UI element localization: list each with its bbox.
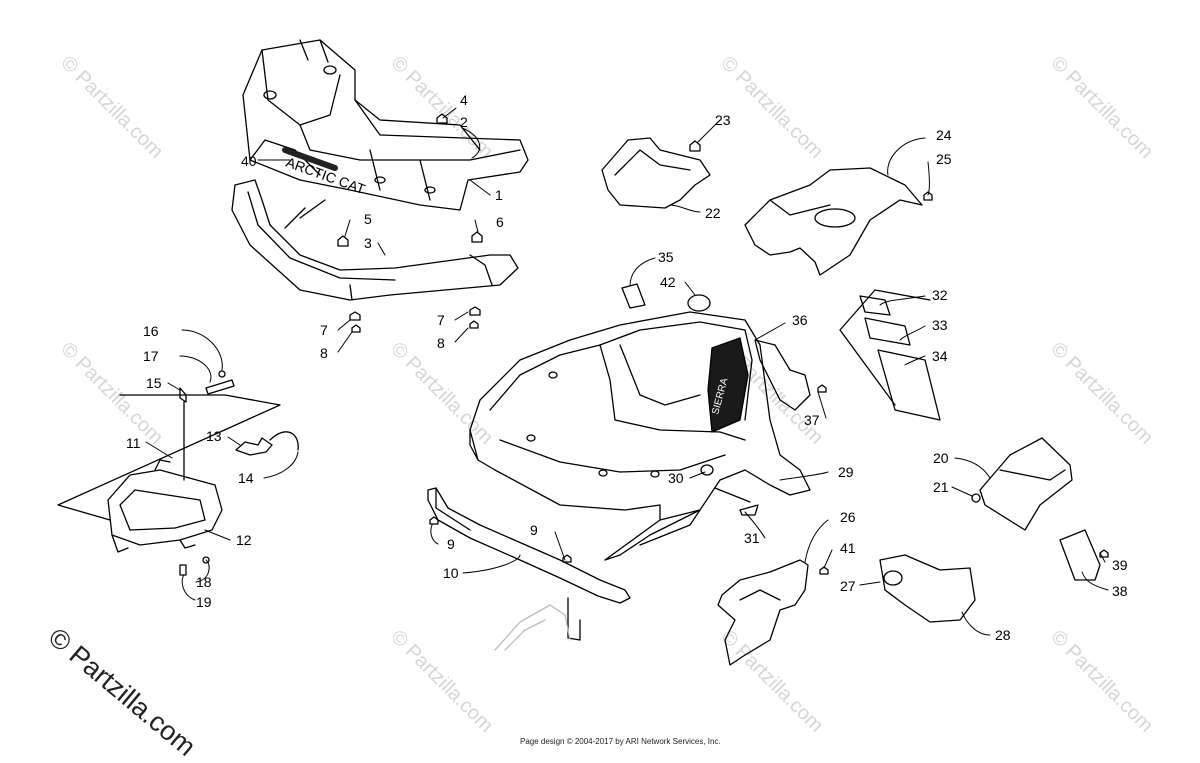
decal-42-part[interactable]: [687, 294, 711, 312]
storage-tray-part[interactable]: [744, 167, 933, 276]
callout-40[interactable]: 40: [241, 153, 257, 169]
front-cross-bar-part[interactable]: [427, 487, 631, 641]
callout-25[interactable]: 25: [936, 151, 952, 167]
decal-33-part[interactable]: [864, 317, 911, 346]
callout-13[interactable]: 13: [206, 428, 222, 444]
callout-41[interactable]: 41: [840, 540, 856, 556]
callout-11[interactable]: 11: [126, 435, 141, 451]
lower-shield-part[interactable]: [879, 554, 976, 623]
decal-34-part[interactable]: [839, 289, 941, 421]
callout-8[interactable]: 8: [320, 345, 328, 361]
callout-14[interactable]: 14: [238, 470, 254, 486]
callout-38[interactable]: 38: [1112, 583, 1128, 599]
callout-36[interactable]: 36: [792, 312, 808, 328]
callout-31[interactable]: 31: [744, 530, 760, 546]
callout-23[interactable]: 23: [715, 112, 731, 128]
callout-32[interactable]: 32: [932, 287, 948, 303]
callout-24[interactable]: 24: [936, 127, 952, 143]
side-panel-part[interactable]: [1059, 529, 1109, 581]
hood-side-bracket-part[interactable]: [754, 339, 827, 411]
callout-26[interactable]: 26: [840, 509, 856, 525]
callout-3[interactable]: 3: [364, 235, 372, 251]
callout-4[interactable]: 4: [460, 92, 468, 108]
callout-2[interactable]: 2: [460, 114, 468, 130]
callout-37[interactable]: 37: [804, 412, 820, 428]
callout-8[interactable]: 8: [437, 335, 445, 351]
footer-copyright: Page design © 2004-2017 by ARI Network S…: [520, 737, 721, 746]
inner-splash-panel-part[interactable]: [717, 559, 829, 666]
callout-30[interactable]: 30: [668, 470, 684, 486]
rack-fasteners[interactable]: [337, 113, 483, 333]
callout-1[interactable]: 1: [495, 187, 503, 203]
front-rack-part[interactable]: [242, 39, 529, 211]
callout-labels: 4 2 40 1 5 3 6 7 8 7 8 23 22 24 25 35 42…: [126, 92, 1128, 643]
callout-18[interactable]: 18: [196, 574, 212, 590]
callout-9[interactable]: 9: [530, 522, 538, 538]
callout-16[interactable]: 16: [143, 323, 159, 339]
hood-clip-part[interactable]: [700, 464, 759, 516]
decal-35-part[interactable]: [621, 283, 646, 309]
callout-10[interactable]: 10: [443, 565, 459, 581]
callout-12[interactable]: 12: [236, 532, 252, 548]
callout-7[interactable]: 7: [320, 322, 328, 338]
callout-39[interactable]: 39: [1112, 557, 1128, 573]
headlight-small-hardware[interactable]: [179, 370, 235, 576]
front-fender-hood-part[interactable]: [469, 311, 811, 561]
callout-28[interactable]: 28: [995, 627, 1011, 643]
callout-35[interactable]: 35: [658, 249, 674, 265]
callout-7[interactable]: 7: [437, 312, 445, 328]
callout-6[interactable]: 6: [496, 214, 504, 230]
fender-well-panel-part[interactable]: [971, 437, 1073, 531]
leader-lines: [145, 107, 1109, 636]
callout-9[interactable]: 9: [447, 536, 455, 552]
storage-cover-part[interactable]: [601, 137, 711, 209]
headlight-bulb-part[interactable]: [235, 431, 299, 456]
headlight-assembly-part[interactable]: [57, 394, 281, 553]
rack-brand-label: ARCTIC CAT: [284, 154, 368, 198]
callout-19[interactable]: 19: [196, 594, 212, 610]
cover-fastener-23[interactable]: [689, 140, 701, 152]
callout-22[interactable]: 22: [705, 205, 721, 221]
callout-33[interactable]: 33: [932, 317, 948, 333]
front-bumper-guard-part[interactable]: [231, 179, 519, 301]
callout-34[interactable]: 34: [932, 348, 948, 364]
callout-15[interactable]: 15: [146, 375, 162, 391]
callout-17[interactable]: 17: [143, 348, 159, 364]
callout-5[interactable]: 5: [364, 211, 372, 227]
callout-20[interactable]: 20: [933, 450, 949, 466]
callout-21[interactable]: 21: [933, 479, 949, 495]
lower-frame-outline: [494, 604, 571, 651]
callout-27[interactable]: 27: [840, 578, 856, 594]
callout-29[interactable]: 29: [838, 464, 854, 480]
callout-42[interactable]: 42: [660, 274, 676, 290]
decal-32-part[interactable]: [859, 295, 891, 316]
